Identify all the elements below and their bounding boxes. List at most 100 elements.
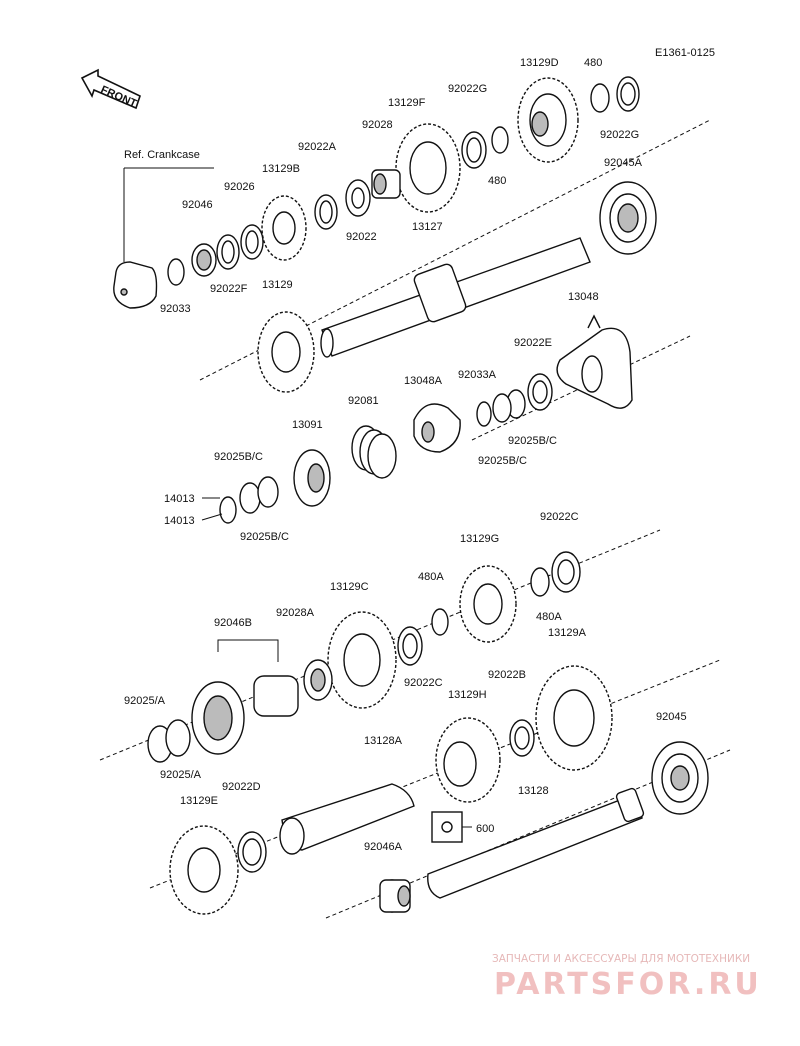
label-13048: 13048: [568, 291, 599, 303]
label-13129B: 13129B: [262, 163, 300, 175]
label-92081: 92081: [348, 395, 379, 407]
washer-92025BC-r2: [492, 393, 512, 423]
label-92022A: 92022A: [298, 141, 337, 153]
diagram-code: E1361-0125: [655, 47, 715, 59]
lower-axis-line-2: [149, 659, 721, 889]
crankcase-cap: [113, 261, 158, 309]
label-92033: 92033: [160, 303, 191, 315]
gear-13129H: [435, 717, 501, 803]
gear-13129A: [535, 665, 613, 771]
label-92033A: 92033A: [458, 369, 497, 381]
label-92046A: 92046A: [364, 841, 403, 853]
bushing-92028A: [303, 659, 333, 701]
shaft-13128A: [279, 783, 415, 855]
washer-92022C-top: [551, 551, 581, 593]
label-92025BC-l2: 92025B/C: [240, 531, 289, 543]
washer-92022E: [527, 373, 553, 411]
label-92046B: 92046B: [214, 617, 252, 629]
label-92025BC-r1: 92025B/C: [508, 435, 557, 447]
label-13129H: 13129H: [448, 689, 487, 701]
gear-13129D: [517, 77, 579, 163]
washer-92025A-2: [165, 719, 191, 757]
washer-92022G-right: [616, 76, 640, 112]
circlip-480A-right: [530, 567, 550, 597]
label-13129A: 13129A: [548, 627, 587, 639]
bearing-92045: [651, 741, 709, 815]
washer-92022F: [216, 234, 240, 270]
label-92022E: 92022E: [514, 337, 552, 349]
label-92045A: 92045A: [604, 157, 643, 169]
label-480A-1: 480A: [418, 571, 444, 583]
label-92022D: 92022D: [222, 781, 261, 793]
label-13129G: 13129G: [460, 533, 499, 545]
label-13129D: 13129D: [520, 57, 559, 69]
front-arrow-icon: FRONT: [80, 68, 141, 110]
washer-92022: [345, 179, 371, 217]
label-480-top: 480: [584, 57, 602, 69]
upper-axis-line: [199, 119, 711, 381]
spring-92081: [351, 425, 397, 479]
bearing-92046B: [191, 675, 299, 755]
ref-leader-line: [123, 167, 214, 262]
label-92046: 92046: [182, 199, 213, 211]
label-92022C-mid: 92022C: [404, 677, 443, 689]
circlip-92033A: [476, 401, 492, 427]
label-92022F: 92022F: [210, 283, 248, 295]
part-13048A: [413, 403, 461, 453]
watermark-tagline: ЗАПЧАСТИ И АКСЕССУАРЫ ДЛЯ МОТОТЕХНИКИ: [492, 953, 750, 965]
gear-13129E: [169, 825, 239, 915]
bearing-92045A: [599, 181, 657, 255]
ref-crankcase-label: Ref. Crankcase: [124, 149, 200, 161]
label-13127: 13127: [412, 221, 443, 233]
part-13048: [556, 314, 633, 409]
needle-bearing-92046: [191, 243, 217, 277]
label-92022G-top: 92022G: [448, 83, 487, 95]
label-480-mid: 480: [488, 175, 506, 187]
label-92022: 92022: [346, 231, 377, 243]
label-92025BC-r2: 92025B/C: [478, 455, 527, 467]
label-13129F: 13129F: [388, 97, 426, 109]
label-92022B: 92022B: [488, 669, 526, 681]
label-92045: 92045: [656, 711, 687, 723]
label-92025A-1: 92025/A: [124, 695, 166, 707]
watermark-logo: PARTSFOR.RU: [494, 967, 762, 1002]
washer-92022A: [314, 194, 338, 230]
gear-13129C: [327, 611, 397, 709]
circlip-480-top: [590, 83, 610, 113]
label-13091: 13091: [292, 419, 323, 431]
circlip-480A-left: [431, 608, 449, 636]
circlip-480-mid: [491, 126, 509, 154]
washer-92025BC-l1: [239, 482, 261, 514]
label-92025BC-l1: 92025B/C: [214, 451, 263, 463]
label-92025A-2: 92025/A: [160, 769, 202, 781]
needle-bearing-92046A: [379, 879, 411, 913]
part-13091: [293, 449, 331, 507]
gear-13129F: [395, 123, 461, 213]
label-92028: 92028: [362, 119, 393, 131]
label-92022C-top: 92022C: [540, 511, 579, 523]
part-labels: 13129D 480 92022G 92022G 13129F 92028 48…: [124, 57, 687, 853]
bushing-92028: [371, 169, 401, 199]
label-92022G-right: 92022G: [600, 129, 639, 141]
label-480A-2: 480A: [536, 611, 562, 623]
circlip-92033: [167, 258, 185, 286]
circlip-14013: [219, 496, 237, 524]
washer-92025BC-l2: [257, 476, 279, 508]
label-13128A: 13128A: [364, 735, 403, 747]
label-92026: 92026: [224, 181, 255, 193]
label-13129E: 13129E: [180, 795, 218, 807]
shaft-13128: [427, 787, 645, 899]
label-92028A: 92028A: [276, 607, 315, 619]
label-13128: 13128: [518, 785, 549, 797]
label-600: 600: [476, 823, 494, 835]
washer-92022C-mid: [397, 626, 423, 666]
part-600: [431, 811, 463, 843]
gear-13129: [257, 311, 315, 393]
label-13129: 13129: [262, 279, 293, 291]
washer-92022G-top: [461, 131, 487, 169]
label-14013-a: 14013: [164, 493, 195, 505]
label-13048A: 13048A: [404, 375, 443, 387]
gear-13129B: [261, 195, 307, 261]
